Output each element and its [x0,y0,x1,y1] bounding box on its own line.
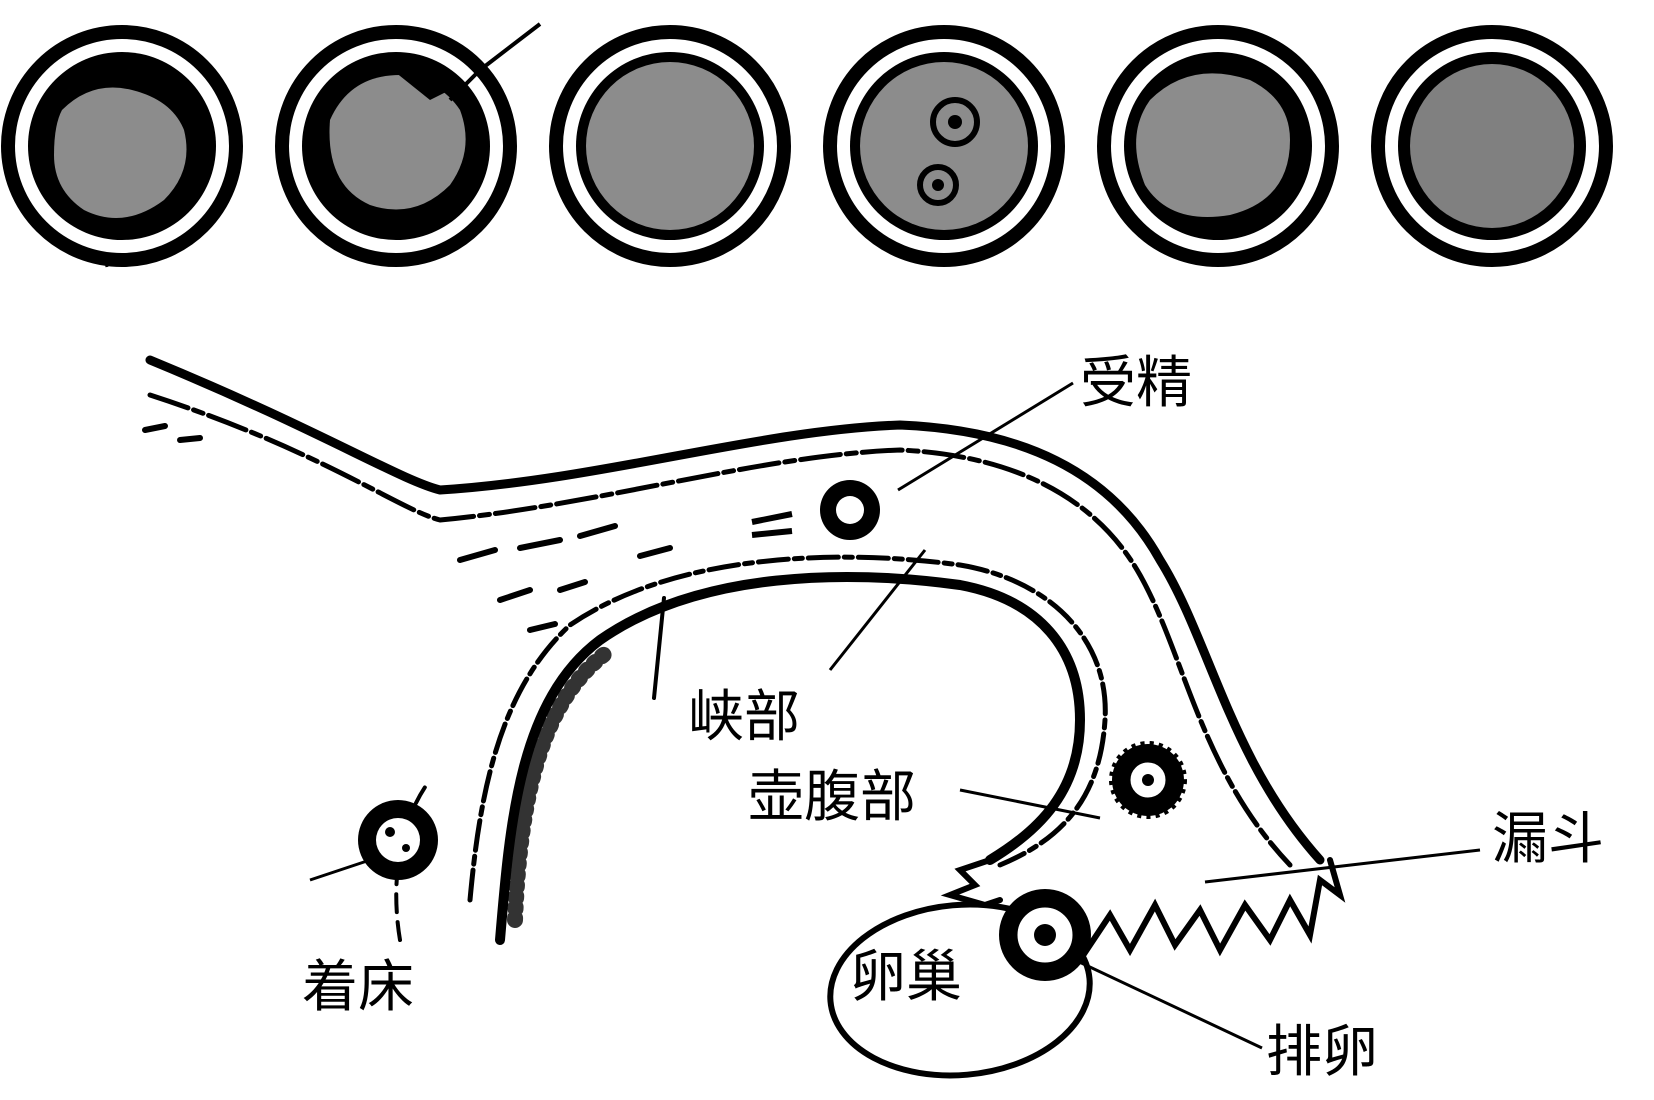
label-ampulla: 壶腹部 [748,765,916,830]
label-fertilization: 受精 [1080,351,1192,416]
cell-stage-5 [1097,25,1339,267]
leader-fertilization [897,381,1074,492]
leader-lines [309,381,1481,1050]
cell-stage-3 [549,25,791,267]
label-infundibulum: 漏斗 [1492,807,1604,872]
oviduct [142,355,1346,963]
cell-stage-1 [1,25,243,268]
label-isthmus: 峡部 [688,685,800,750]
oviduct-upper-inner-wall [147,392,1293,868]
leader-isthmus [828,549,927,671]
cell-stage-row [1,22,1613,268]
label-implantation: 着床 [302,955,414,1020]
cell-stage-2 [275,22,542,267]
leader-ovulation [1074,958,1263,1050]
blastocyst-implantation [358,800,438,880]
label-ovary: 卵巢 [850,945,962,1010]
cell-stage-6 [1371,25,1613,267]
zygote-fertilization [751,480,880,540]
embryo-ampulla [1109,741,1187,819]
leader-implantation [309,858,371,882]
label-ovulation: 排卵 [1266,1020,1378,1085]
oviduct-upper-wall [145,355,1325,865]
ovary [827,889,1093,1079]
leader-infundibulum [1204,848,1481,884]
leader-ampulla [959,788,1101,820]
cell-stage-4 [823,25,1065,267]
oviduct-lower-wall [495,572,1086,945]
